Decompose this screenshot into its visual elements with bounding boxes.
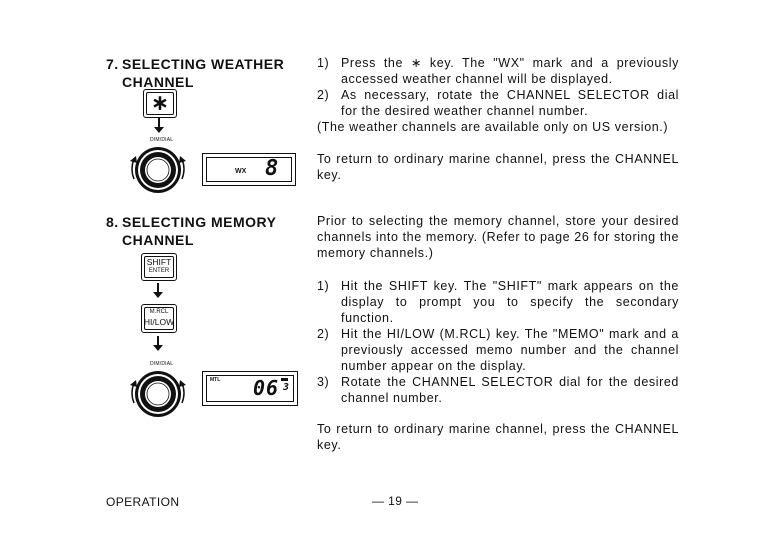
asterisk-key-label: ∗: [150, 90, 170, 115]
memo-mark: MTL: [210, 377, 221, 383]
hi-low-mrcl-key: M.RCL HI/LOW: [141, 304, 177, 333]
section-8-return-text: To return to ordinary marine channel, pr…: [317, 422, 679, 452]
enter-key-label: ENTER: [148, 268, 170, 274]
memo-number-digit: 3: [283, 382, 290, 393]
section-7-step-1: 1) Press the ∗ key. The "WX" mark and a …: [317, 56, 679, 86]
section-8-title-line2: CHANNEL: [122, 232, 194, 248]
section-7-number: 7.: [106, 56, 119, 72]
section-8-number: 8.: [106, 214, 119, 230]
section-8-title-line1: SELECTING MEMORY: [122, 214, 277, 230]
channel-selector-dial-icon: [130, 371, 186, 417]
down-arrow-icon: [153, 283, 163, 298]
shift-key-label: SHIFT: [146, 257, 172, 267]
wx-mark: WX: [235, 168, 247, 175]
dial-label: DIM/DIAL: [150, 137, 174, 143]
section-8-step-3: 3) Rotate the CHANNEL SELECTOR dial for …: [317, 375, 679, 405]
section-8-heading: 8.SELECTING MEMORY CHANNEL: [106, 213, 306, 249]
section-7-title-line1: SELECTING WEATHER: [122, 56, 285, 72]
section-7-instructions: 1) Press the ∗ key. The "WX" mark and a …: [317, 55, 679, 135]
channel-selector-dial-icon: [130, 147, 186, 193]
section-7-heading: 7.SELECTING WEATHER CHANNEL: [106, 55, 306, 91]
mrcl-key-label: M.RCL: [149, 309, 169, 315]
lcd-display-memory: MTL 06 3: [202, 371, 298, 406]
section-7-step-2: 2) As necessary, rotate the CHANNEL SELE…: [317, 88, 679, 118]
asterisk-key: ∗: [143, 89, 177, 118]
shift-enter-key: SHIFT ENTER: [141, 253, 177, 281]
down-arrow-icon: [154, 118, 164, 133]
section-7-title-line2: CHANNEL: [122, 74, 194, 90]
hilow-key-label: HI/LOW: [143, 317, 175, 327]
down-arrow-icon: [153, 336, 163, 351]
lcd-display-weather: WX 8: [202, 153, 296, 186]
footer-section-name: OPERATION: [106, 495, 180, 509]
section-7-note: (The weather channels are available only…: [317, 120, 669, 134]
section-8-step-2: 2) Hit the HI/LOW (M.RCL) key. The "MEMO…: [317, 327, 679, 373]
weather-channel-digit: 8: [265, 156, 279, 181]
page-number: — 19 —: [372, 494, 419, 508]
section-8-step-1: 1) Hit the SHIFT key. The "SHIFT" mark a…: [317, 279, 679, 325]
memo-indicator: [281, 378, 288, 381]
section-8-intro: Prior to selecting the memory channel, s…: [317, 214, 679, 260]
section-7-return-text: To return to ordinary marine channel, pr…: [317, 152, 679, 182]
dial-label: DIM/DIAL: [150, 361, 174, 367]
section-8-instructions: 1) Hit the SHIFT key. The "SHIFT" mark a…: [317, 278, 679, 406]
channel-digits: 06: [253, 376, 280, 400]
